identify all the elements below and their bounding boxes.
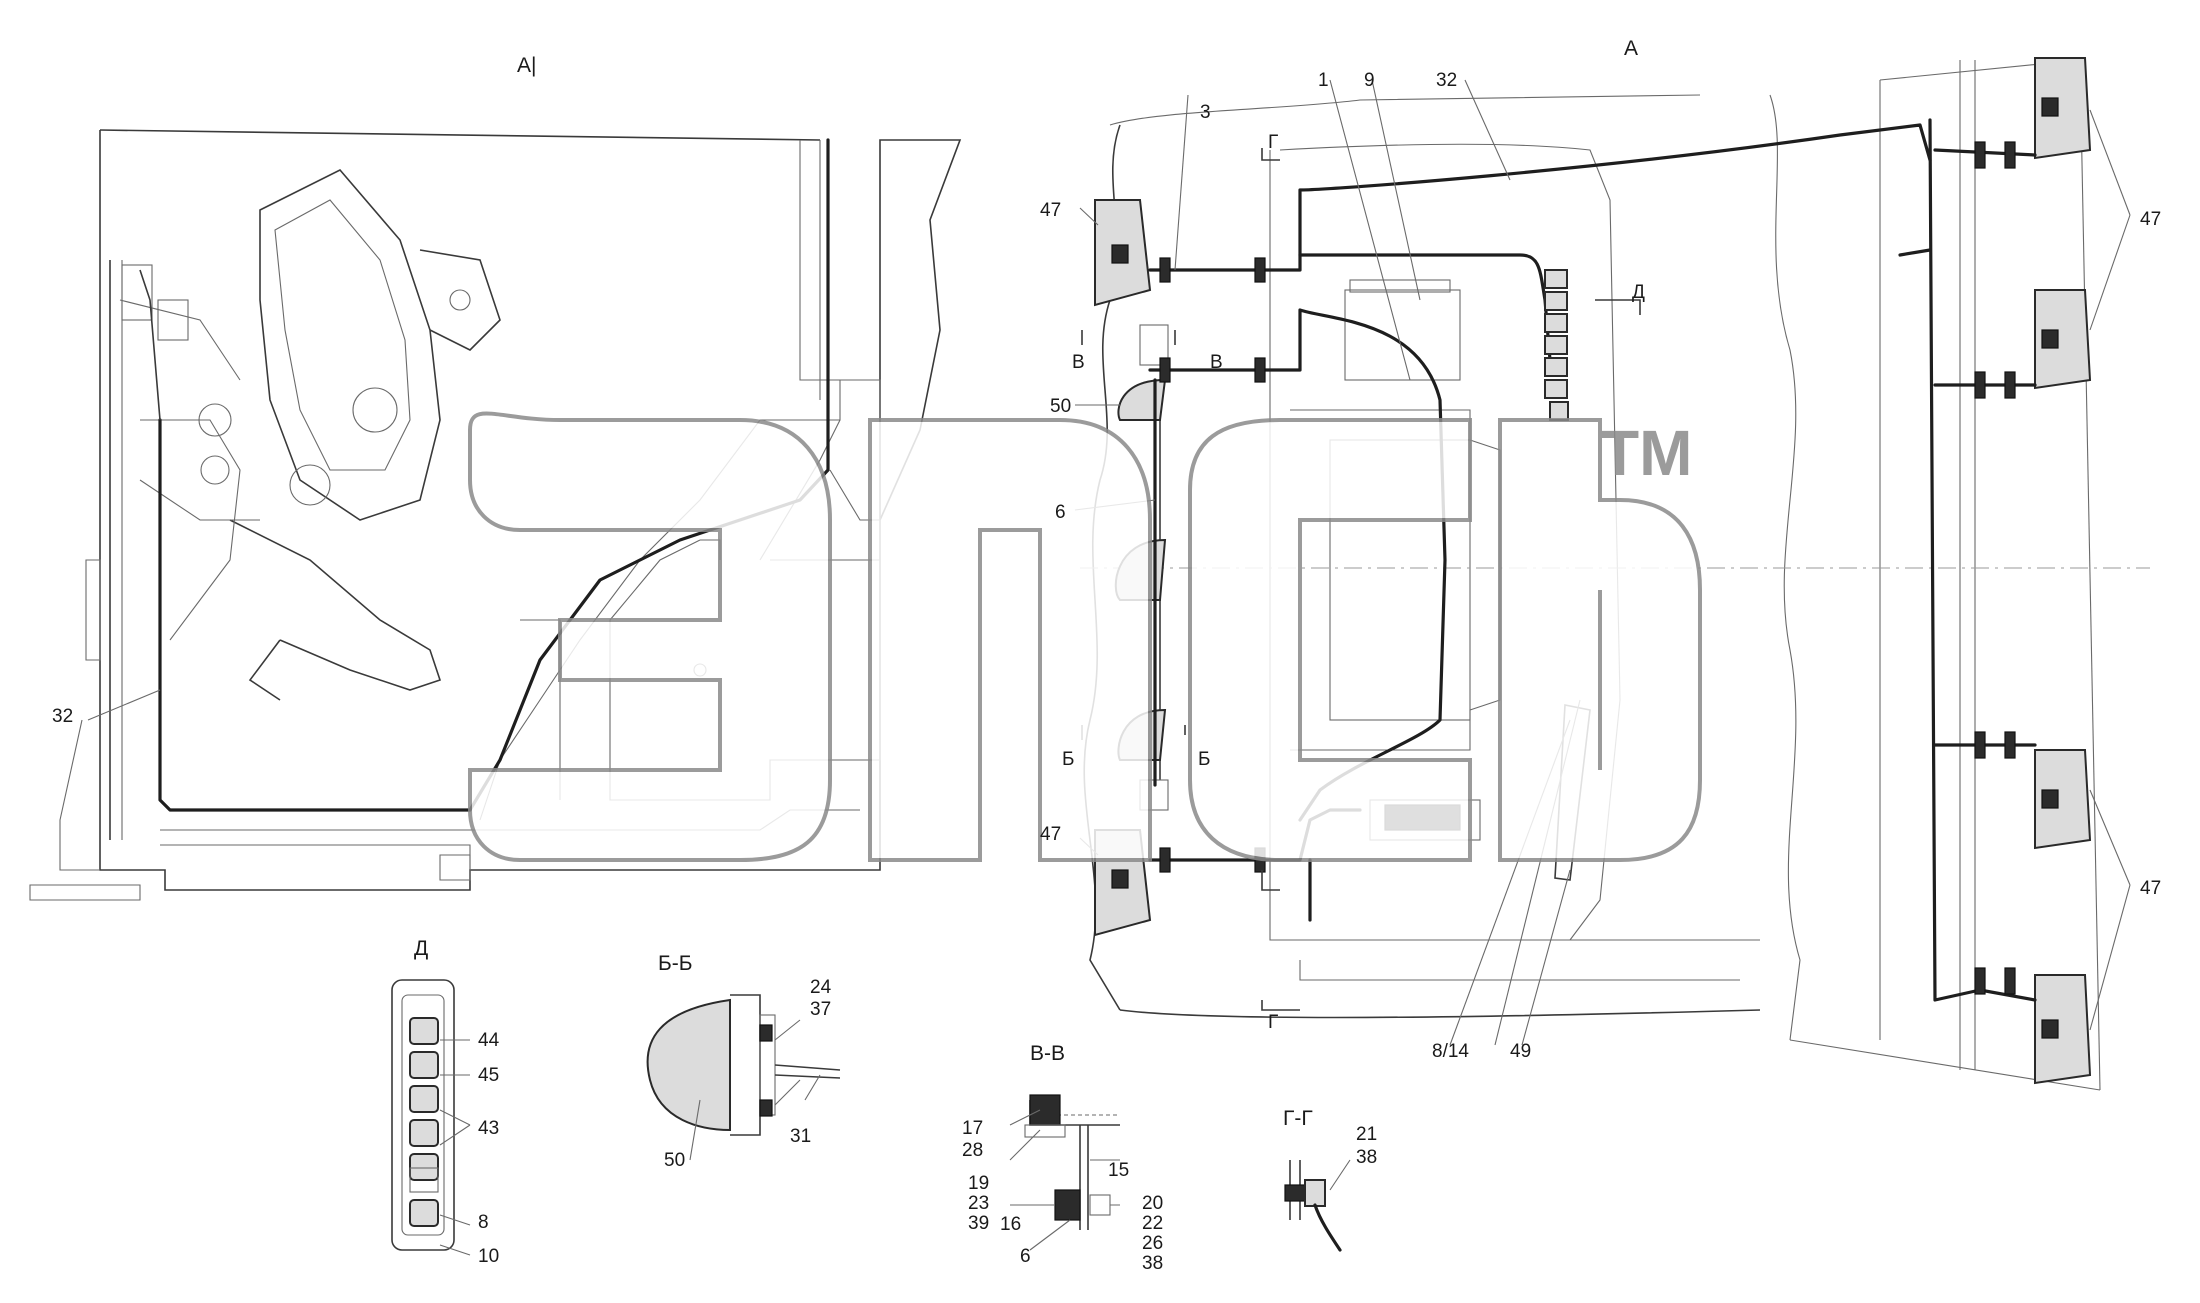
view-label-vv: В-В [1030,1042,1065,1065]
callout-bb-31: 31 [790,1126,811,1147]
switch-stack [1544,269,1569,421]
callout-8-14: 8/14 [1432,1041,1469,1062]
section-mark-v-left: В [1072,352,1085,373]
callout-vv-39: 39 [968,1213,989,1234]
callout-vv-20: 20 [1142,1193,1163,1214]
callout-d-44: 44 [478,1030,500,1051]
callout-32-top: 32 [1436,70,1457,91]
callout-vv-19: 19 [968,1173,989,1194]
callout-32-left: 32 [52,706,73,727]
callout-gg-21: 21 [1356,1124,1377,1145]
view-bb-lamp-section [646,994,841,1161]
callout-bb-50: 50 [664,1150,685,1171]
callout-vv-38: 38 [1142,1253,1163,1274]
callout-47-bottom-right: 47 [2140,878,2161,899]
callout-9: 9 [1364,70,1375,91]
callout-vv-15: 15 [1108,1160,1129,1181]
section-mark-g-top: Г [1268,132,1278,153]
callout-1: 1 [1318,70,1329,91]
view-label-bb: Б-Б [658,952,693,975]
view-label-gg: Г-Г [1283,1107,1313,1130]
callout-vv-26: 26 [1142,1233,1163,1254]
callout-bb-37: 37 [810,999,831,1020]
watermark-logo: TM [468,411,1702,862]
callout-6: 6 [1055,502,1066,523]
callout-d-10: 10 [478,1246,499,1267]
view-label-a: А [1624,37,1638,60]
callout-d-43: 43 [478,1118,499,1139]
section-mark-b-left: Б [1062,749,1074,770]
callout-50: 50 [1050,396,1071,417]
watermark-tm: TM [1600,417,1692,489]
callout-47-top-left: 47 [1040,200,1061,221]
section-mark-v-right: В [1210,352,1223,373]
callout-d-8: 8 [478,1212,489,1233]
callout-47-top-right: 47 [2140,209,2161,230]
lamp-icon [1117,378,1167,421]
view-gg-clip [1284,1159,1351,1252]
callout-47-bottom-left: 47 [1040,824,1061,845]
view-d-switch-panel [391,979,471,1256]
view-label-d: Д [414,937,428,960]
callout-vv-17: 17 [962,1118,983,1139]
callout-vv-22: 22 [1142,1213,1163,1234]
callout-3: 3 [1200,102,1211,123]
view-label-a1: А| [517,54,536,77]
callout-vv-23: 23 [968,1193,989,1214]
callout-d-45: 45 [478,1065,499,1086]
section-mark-d: Д [1632,282,1645,303]
section-mark-b-right: Б [1198,749,1210,770]
callout-gg-38: 38 [1356,1147,1377,1168]
callout-vv-6: 6 [1020,1246,1031,1267]
view-vv-bracket [1009,1094,1120,1251]
switch-icon [409,1199,439,1227]
section-mark-g-bottom: Г [1268,1012,1278,1033]
callout-vv-28: 28 [962,1140,983,1161]
callout-vv-16: 16 [1000,1214,1021,1235]
callout-49: 49 [1510,1041,1531,1062]
callout-bb-24: 24 [810,977,832,998]
